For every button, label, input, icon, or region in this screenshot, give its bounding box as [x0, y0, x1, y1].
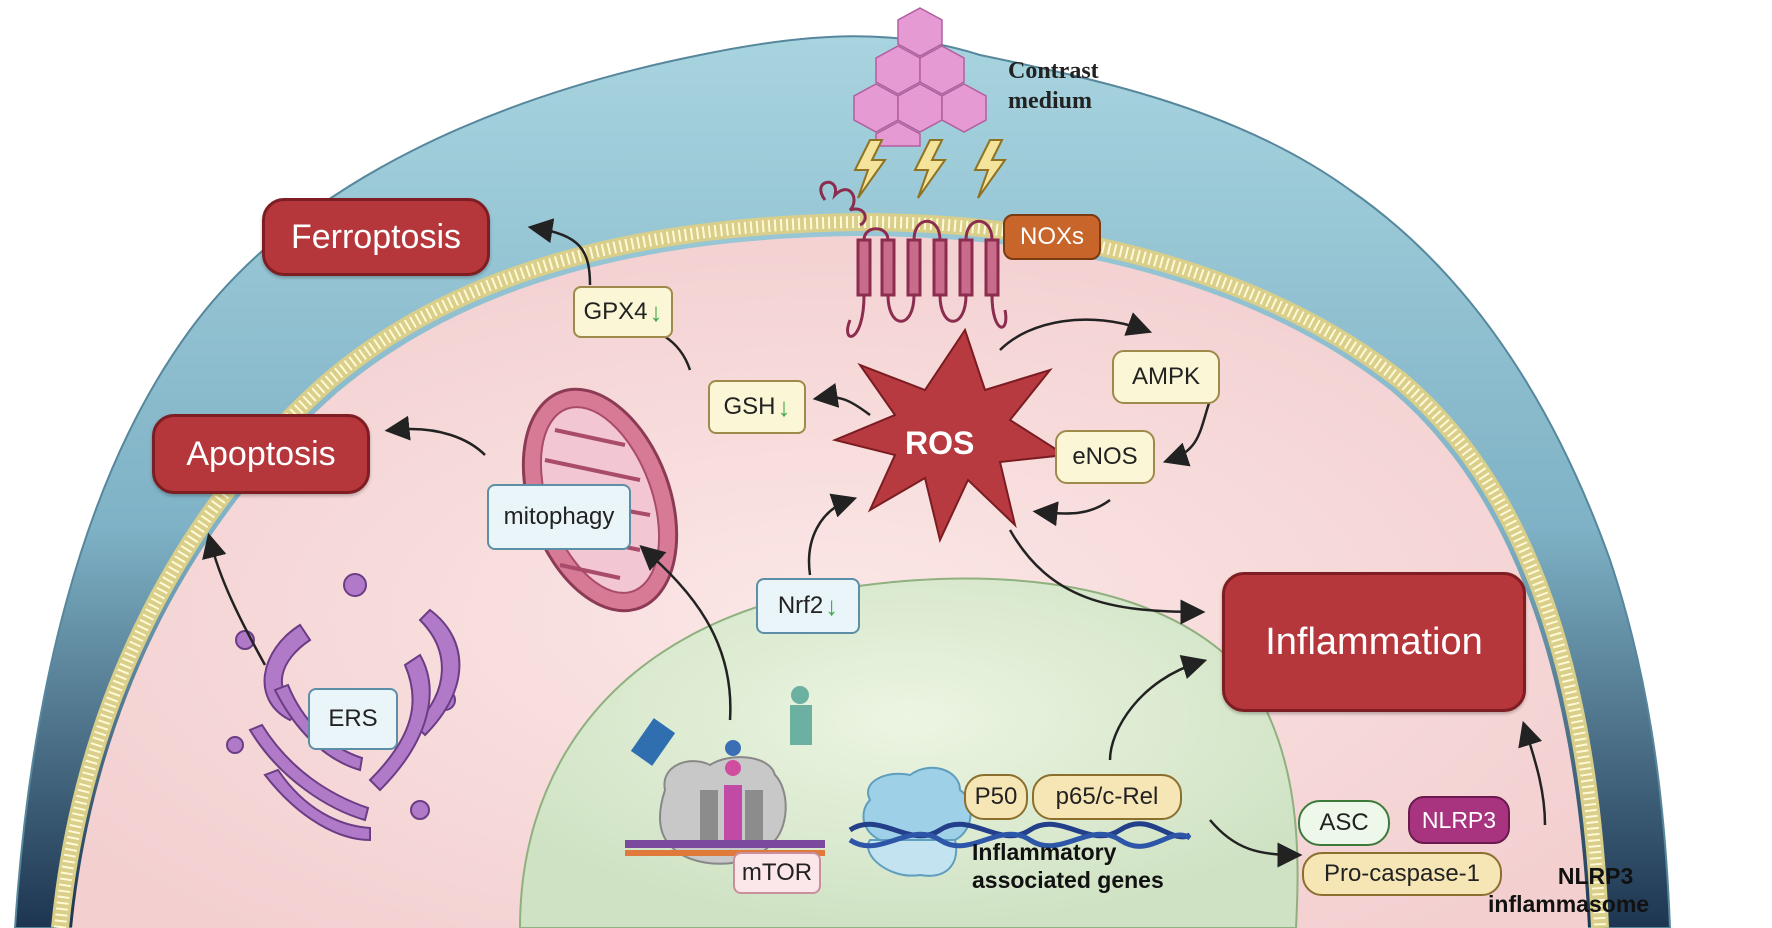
ampk-box: AMPK: [1112, 350, 1220, 404]
gpx4-down-arrow-icon: ↓: [649, 296, 663, 327]
inflammation-box: Inflammation: [1222, 572, 1526, 712]
contrast-medium-icon: [853, 7, 987, 147]
enos-box: eNOS: [1055, 430, 1155, 484]
p50-box: P50: [964, 774, 1028, 820]
inflammasome-line2: inflammasome: [1488, 891, 1650, 917]
gpx4-box: GPX4↓: [573, 286, 673, 338]
lightning-icon: [853, 139, 1007, 199]
gpx4-label: GPX4: [583, 298, 648, 325]
ros-star: [831, 327, 1068, 544]
procaspase-box: Pro-caspase-1: [1302, 852, 1502, 896]
genes-line2: associated genes: [972, 867, 1164, 893]
nlrp3-box: NLRP3: [1408, 796, 1510, 844]
mitophagy-box: mitophagy: [487, 484, 631, 550]
contrast-medium-line2: medium: [1008, 88, 1092, 114]
gsh-box: GSH↓: [708, 380, 806, 434]
noxs-box: NOXs: [1003, 214, 1101, 260]
inflammasome-line1: NLRP3: [1557, 863, 1634, 889]
apoptosis-box: Apoptosis: [152, 414, 370, 494]
nrf2-down-arrow-icon: ↓: [825, 590, 839, 621]
ferroptosis-box: Ferroptosis: [262, 198, 490, 276]
nlrp3-inflammasome-label: NLRP3 inflammasome: [1488, 862, 1649, 918]
er-icon: [226, 573, 461, 842]
genes-line1: Inflammatory: [972, 839, 1117, 865]
p65-box: p65/c-Rel: [1032, 774, 1182, 820]
transcription-complex-icon: [848, 766, 1192, 877]
ros-label: ROS: [905, 425, 975, 461]
nrf2-label: Nrf2: [777, 592, 824, 619]
ers-box: ERS: [308, 688, 398, 750]
gsh-down-arrow-icon: ↓: [777, 391, 791, 422]
mtor-complex-icon: [625, 686, 825, 865]
nrf2-box: Nrf2↓: [756, 578, 860, 634]
contrast-medium-label: Contrast medium: [1008, 56, 1099, 116]
mtor-box: mTOR: [733, 852, 821, 894]
pathway-arrows: [202, 218, 1547, 868]
gsh-label: GSH: [723, 393, 776, 420]
inflammatory-genes-label: Inflammatory associated genes: [972, 838, 1164, 894]
asc-box: ASC: [1298, 800, 1390, 846]
nox-protein-icon: [819, 180, 1008, 338]
contrast-medium-line1: Contrast: [1008, 58, 1099, 84]
